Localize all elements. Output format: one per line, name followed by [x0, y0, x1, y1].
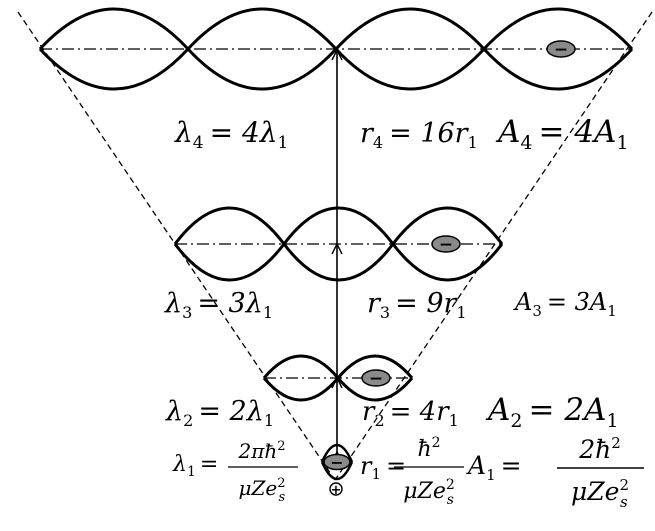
- lambda4-label: λ4= 4λ1: [174, 116, 288, 153]
- svg-text:λ1=: λ1=: [172, 452, 218, 480]
- r4-label: r4= 16r1: [360, 118, 478, 152]
- svg-text:2πħ2: 2πħ2: [237, 439, 285, 463]
- nucleus: +: [329, 482, 343, 498]
- a2-label: A2= 2A1: [485, 392, 619, 432]
- arrowhead-n2: [331, 376, 343, 389]
- svg-text:−: −: [330, 453, 343, 472]
- svg-text:A1=: A1=: [466, 451, 522, 484]
- svg-text:r1=: r1=: [360, 452, 406, 483]
- svg-text:+: +: [331, 483, 342, 498]
- r2-label: r2= 4r1: [362, 397, 459, 430]
- a4-label: A4= 4A1: [495, 114, 629, 154]
- standing-wave-n3: [173, 206, 504, 282]
- svg-text:−: −: [369, 369, 383, 389]
- svg-text:2ħ2: 2ħ2: [578, 434, 621, 464]
- lambda2-label: λ2= 2λ1: [165, 396, 274, 430]
- a3-label: A3= 3A1: [513, 288, 617, 320]
- electron-n1: −: [323, 453, 351, 472]
- svg-text:ħ2: ħ2: [417, 435, 440, 462]
- standing-wave-n4: [38, 7, 634, 91]
- electron-n2: −: [361, 369, 391, 389]
- svg-text:−: −: [439, 235, 453, 255]
- electron-n3: −: [431, 235, 461, 255]
- electron-n4: −: [546, 40, 576, 60]
- svg-text:−: −: [554, 40, 568, 60]
- standing-wave-n2: [262, 354, 414, 402]
- cone-right-boundary: [334, 11, 653, 481]
- r3-label: r3= 9r1: [367, 288, 467, 322]
- lambda3-label: λ3= 3λ1: [164, 288, 273, 322]
- arrowhead-n3: [331, 242, 343, 255]
- arrowhead-n4: [331, 48, 343, 61]
